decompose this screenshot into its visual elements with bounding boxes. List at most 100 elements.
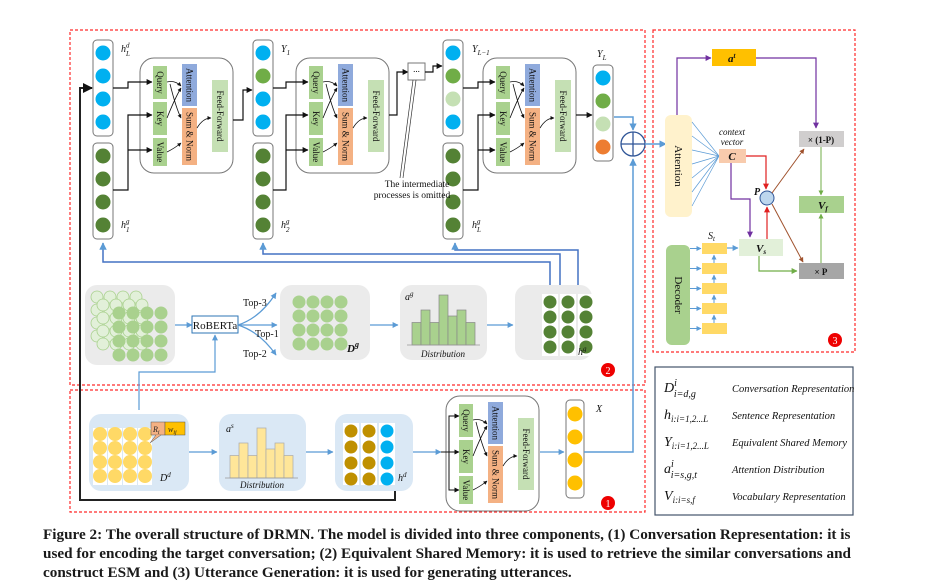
hd-dot [345,441,358,454]
feed-forward-block-label: Feed-Forward [215,91,225,142]
key-block-label: Key [311,111,321,126]
dg-dot [307,296,320,309]
caption-line-2: used for encoding the target conversatio… [43,544,903,563]
YL-column-node [596,117,611,132]
hd-dot [381,473,394,486]
pool-front-dot [155,349,168,362]
query-block-label: Query [311,71,321,94]
pool-mid-dot [97,338,109,350]
value-block-label: Value [311,142,321,163]
top1-label: Top-1 [255,329,279,340]
hLd-label: hdL [121,42,130,59]
hd-dot [363,441,376,454]
h2g-column-node [256,218,271,233]
YL-1-column-node [446,92,461,107]
pool-front-dot [155,335,168,348]
key-block-label: Key [498,111,508,126]
pool-mid-dot [97,299,109,311]
region-3-badge-label: 3 [833,336,838,347]
dd-dot [108,455,122,469]
decoder-state-box [702,283,727,294]
pool-front-dot [127,335,140,348]
caption-line-3: construct ESM and (3) Utterance Generati… [43,563,903,582]
h2g-column-node [256,195,271,210]
dd-dot [138,427,152,441]
decoder-state-box [702,243,727,254]
query-block-label: Query [461,409,471,432]
Y1-column-node [256,92,271,107]
YL-column-node [596,140,611,155]
feed-forward-block-label: Feed-Forward [558,91,568,142]
attention-block-label: Attention [491,406,501,440]
legend-description: Sentence Representation [732,411,835,422]
dg-dot [293,310,306,323]
drmn-architecture-diagram: QueryKeyValueAttentionSum & NormFeed-For… [0,0,927,520]
ag-bar [430,323,439,346]
x-dot [568,453,583,468]
YL-1-column-node [446,46,461,61]
value-block-label: Value [155,142,165,163]
hd-dot [345,457,358,470]
h1g-column-node [96,149,111,164]
omitted-note-line-1: The intermediate [385,180,450,190]
YL-1-column-node [446,115,461,130]
pool-front-dot [113,307,126,320]
st-label: St [708,231,716,243]
dg-dot [307,338,320,351]
region-1-badge-label: 1 [606,499,611,510]
hLg-column-node [446,218,461,233]
hd-dot [381,425,394,438]
dd-dot [93,441,107,455]
as-bar [284,456,293,479]
legend-description: Attention Distribution [731,465,824,476]
pool-front-dot [141,335,154,348]
p-gate-node [760,191,774,205]
as-bar [257,428,266,478]
pool-front-dot [113,321,126,334]
dd-dot [138,455,152,469]
omitted-pointer-1 [400,80,413,178]
pool-mid-dot [97,325,109,337]
sum-norm-block-label: Sum & Norm [491,450,501,499]
attention-fan-line [692,156,719,192]
top2-label: Top-2 [243,349,267,360]
h1g-column-node [96,218,111,233]
dg-dot [307,324,320,337]
hLg-label: hgL [472,218,481,235]
sum-norm-block-label: Sum & Norm [185,112,195,161]
ellipsis-label: ... [413,64,420,74]
hg-dot [544,341,557,354]
legend-description: Conversation Representation [732,384,854,395]
dd-dot [93,469,107,483]
at-to-one-minus-p-line [756,58,816,128]
decoder-state-box [702,263,727,274]
hd-dot [381,457,394,470]
attention-fan-line [692,156,719,206]
x-dot [568,430,583,445]
ag-distribution-label: Distribution [420,349,466,359]
c-to-vs-line [731,163,750,237]
x-dot [568,407,583,422]
ag-bar [412,323,421,346]
hg-dot [562,296,575,309]
hg-dot [580,311,593,324]
hd-dot [363,473,376,486]
dg-dot [321,296,334,309]
hLd-column-node [96,115,111,130]
hLd-column-node [96,92,111,107]
as-bar [239,443,248,478]
ag-bar [421,310,430,345]
h1g-label: hg1 [121,218,130,235]
ag-bar [457,310,466,345]
hLg-column-node [446,149,461,164]
x-dot [568,476,583,491]
YL-1-column-node [446,69,461,84]
context-vector-label-1: context [719,127,745,137]
dd-dot [138,469,152,483]
YL-column-node [596,71,611,86]
h2g-label: hg2 [281,218,290,235]
value-block-label: Value [461,480,471,501]
as-bar [275,443,284,478]
context-vector-label-2: vector [721,137,744,147]
dg-dot [307,310,320,323]
